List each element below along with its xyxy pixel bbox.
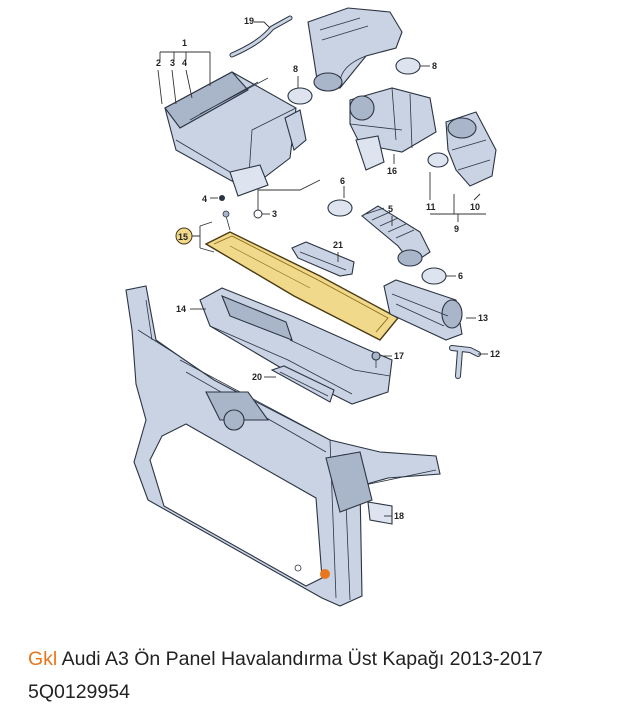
callout-19: 19 xyxy=(244,16,271,29)
svg-text:18: 18 xyxy=(394,511,404,521)
svg-text:19: 19 xyxy=(244,16,254,26)
seal-ring-top xyxy=(395,57,421,75)
callout-4-top: 4 xyxy=(182,58,187,68)
parts-exploded-diagram: 1 2 3 4 19 8 8 4 3 6 6 16 11 10 xyxy=(125,7,500,607)
svg-text:4: 4 xyxy=(202,194,207,204)
callout-15: 15 xyxy=(175,210,231,253)
pipe-12 xyxy=(449,345,481,379)
callout-8: 8 8 xyxy=(293,61,437,88)
seal-ring-8 xyxy=(287,87,313,105)
bracket-21 xyxy=(291,241,355,277)
svg-text:21: 21 xyxy=(333,240,343,250)
throttle-body-16 xyxy=(349,87,437,171)
product-title: Audi A3 Ön Panel Havalandırma Üst Kapağı… xyxy=(28,648,543,703)
svg-text:17: 17 xyxy=(394,351,404,361)
callout-6b: 6 xyxy=(458,271,463,281)
callout-20: 20 xyxy=(252,372,276,382)
callout-6: 6 6 xyxy=(340,176,463,281)
elbow-pipe-9 xyxy=(445,111,497,187)
intake-pipe-top xyxy=(307,7,403,92)
callout-17: 17 xyxy=(382,351,404,361)
callout-13: 13 xyxy=(466,313,488,323)
svg-text:6: 6 xyxy=(340,176,345,186)
callout-3: 3 xyxy=(253,179,321,219)
callout-5: 5 xyxy=(388,204,393,226)
callout-11-10-9: 11 10 9 xyxy=(426,172,486,234)
front-panel-frame xyxy=(125,285,441,607)
callout-3-top: 3 xyxy=(170,58,175,68)
svg-text:10: 10 xyxy=(470,202,480,212)
callout-12: 12 xyxy=(478,349,500,359)
svg-text:11: 11 xyxy=(426,202,436,212)
svg-text:9: 9 xyxy=(454,224,459,234)
callout-8b: 8 xyxy=(432,61,437,71)
svg-text:14: 14 xyxy=(176,304,186,314)
callout-14: 14 xyxy=(176,304,206,314)
svg-text:5: 5 xyxy=(388,204,393,214)
seal-ring-6 xyxy=(327,199,353,217)
svg-text:13: 13 xyxy=(478,313,488,323)
screw-17 xyxy=(371,351,381,368)
svg-text:20: 20 xyxy=(252,372,262,382)
callout-18: 18 xyxy=(384,511,404,521)
svg-text:8: 8 xyxy=(293,64,298,74)
svg-text:15: 15 xyxy=(178,232,188,242)
air-guide-13 xyxy=(383,279,463,341)
callout-group-1: 1 2 3 4 xyxy=(156,38,211,105)
callout-1: 1 xyxy=(182,38,187,48)
air-duct-14 xyxy=(199,287,393,405)
air-filter-housing xyxy=(164,71,307,197)
svg-text:16: 16 xyxy=(387,166,397,176)
callout-2: 2 xyxy=(156,58,161,68)
hose-5 xyxy=(361,205,431,267)
product-caption: Gkl Audi A3 Ön Panel Havalandırma Üst Ka… xyxy=(28,643,608,709)
callout-21: 21 xyxy=(333,240,343,262)
hose-19 xyxy=(229,15,293,58)
seal-ring-11 xyxy=(427,152,449,168)
callout-4: 4 xyxy=(202,194,225,204)
callout-16: 16 xyxy=(387,154,397,176)
svg-text:12: 12 xyxy=(490,349,500,359)
brand-label: Gkl xyxy=(28,648,58,670)
seal-ring-6b xyxy=(421,267,447,285)
bracket-20 xyxy=(270,365,335,403)
svg-text:3: 3 xyxy=(272,209,277,219)
